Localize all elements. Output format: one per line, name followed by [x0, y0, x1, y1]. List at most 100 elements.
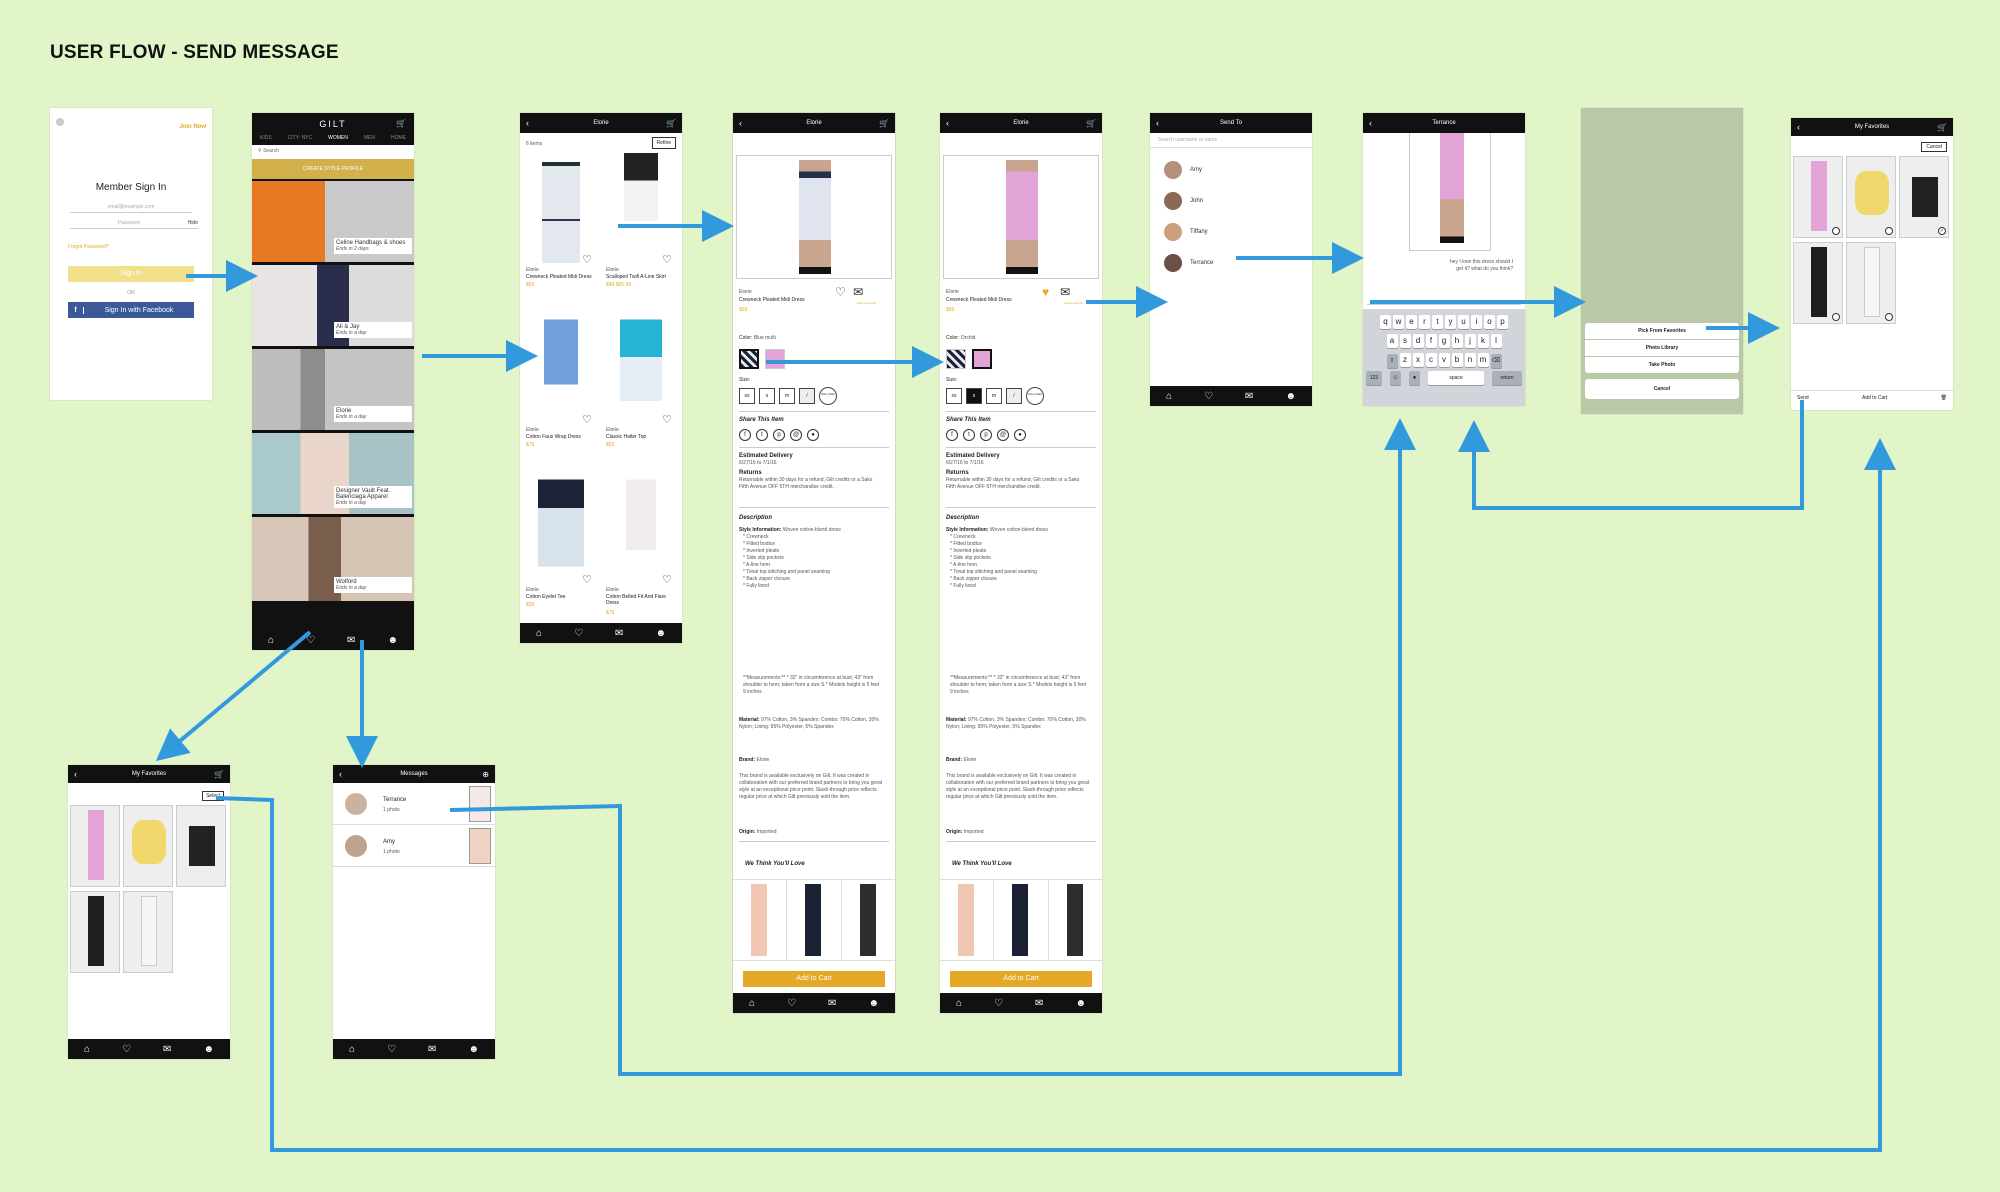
create-profile-button[interactable]: CREATE STYLE PROFILE [252, 159, 414, 179]
join-now-link[interactable]: Join Now [179, 124, 206, 130]
key-t[interactable]: t [1432, 315, 1443, 329]
cart-icon[interactable]: 🛒 [1937, 123, 1947, 132]
twitter-icon[interactable]: t [756, 429, 768, 441]
key-r[interactable]: r [1419, 315, 1430, 329]
back-icon[interactable]: ‹ [739, 118, 742, 128]
profile-icon[interactable]: ☻ [1075, 998, 1086, 1009]
key-d[interactable]: d [1413, 334, 1424, 348]
mail-icon[interactable]: ✉ [163, 1044, 171, 1055]
heart-icon[interactable]: ♡ [306, 635, 315, 646]
favorite-thumb[interactable] [123, 891, 173, 973]
key-v[interactable]: v [1439, 353, 1450, 367]
back-icon[interactable]: ‹ [1797, 122, 1800, 132]
key-o[interactable]: o [1484, 315, 1495, 329]
contact-item[interactable]: Terrance [1164, 247, 1298, 278]
emoji-icon[interactable]: ☺ [1390, 371, 1401, 385]
key-return[interactable]: return [1492, 371, 1522, 385]
pinterest-icon[interactable]: p [773, 429, 785, 441]
profile-icon[interactable]: ☻ [655, 628, 666, 639]
heart-icon[interactable]: ♡ [662, 413, 672, 426]
thread-item[interactable]: Amy 1 photo [333, 825, 495, 867]
key-m[interactable]: m [1478, 353, 1489, 367]
contact-item[interactable]: Tiffany [1164, 216, 1298, 247]
key-s[interactable]: s [1400, 334, 1411, 348]
key-y[interactable]: y [1445, 315, 1456, 329]
heart-icon[interactable]: ♡ [994, 998, 1003, 1009]
mail-icon[interactable]: ✉ [428, 1044, 436, 1055]
size-chart-button[interactable]: Size Chart [819, 387, 837, 405]
rec-item[interactable] [1049, 880, 1102, 960]
product-card[interactable]: ♡ Elorie Scalloped Twill A-Line Skirt $4… [604, 151, 678, 299]
product-card[interactable]: ♡ Elorie Cotton Belted Fit And Flare Dre… [604, 471, 678, 619]
product-card[interactable]: ♡ Elorie Cotton Faux Wrap Dress $79 [524, 311, 598, 459]
tab-city[interactable]: CITY: NYC [288, 135, 312, 145]
tab-women[interactable]: WOMEN [328, 135, 348, 145]
message-input[interactable] [1367, 297, 1521, 305]
email-icon[interactable]: @ [790, 429, 802, 441]
favorite-thumb[interactable] [1846, 156, 1896, 238]
favpick-cancel[interactable]: Cancel [1921, 142, 1947, 152]
heart-icon[interactable]: ♡ [582, 253, 592, 266]
key-g[interactable]: g [1439, 334, 1450, 348]
rec-item[interactable] [994, 880, 1048, 960]
share-message-icon[interactable]: ✉ [1060, 285, 1070, 299]
size-chart-button[interactable]: Size Chart [1026, 387, 1044, 405]
shift-icon[interactable]: ⇧ [1387, 354, 1398, 368]
key-i[interactable]: i [1471, 315, 1482, 329]
cart-icon[interactable]: 🛒 [879, 119, 889, 128]
rec-item[interactable] [940, 880, 994, 960]
heart-icon[interactable]: ♡ [574, 628, 583, 639]
key-u[interactable]: u [1458, 315, 1469, 329]
key-f[interactable]: f [1426, 334, 1437, 348]
heart-icon[interactable]: ♡ [835, 285, 846, 299]
message-icon[interactable]: ● [1014, 429, 1026, 441]
take-photo-button[interactable]: Take Photo [1585, 357, 1739, 373]
sale-card[interactable]: Celine Handbags & shoes Ends in 2 days [252, 181, 414, 265]
heart-filled-icon[interactable]: ♥ [1042, 285, 1049, 299]
cart-icon[interactable]: 🛒 [396, 113, 408, 135]
sale-card[interactable]: Wolford Ends in a day [252, 517, 414, 601]
forgot-password-link[interactable]: Forgot Password? [68, 244, 109, 250]
share-message-icon[interactable]: ✉ [853, 285, 863, 299]
contact-item[interactable]: Amy [1164, 154, 1298, 185]
rec-item[interactable] [842, 880, 895, 960]
select-circle-icon[interactable] [1885, 313, 1893, 321]
key-123[interactable]: 123 [1366, 371, 1382, 385]
back-icon[interactable]: ‹ [1369, 118, 1372, 128]
key-h[interactable]: h [1452, 334, 1463, 348]
twitter-icon[interactable]: t [963, 429, 975, 441]
thread-item[interactable]: Terrance 1 photo [333, 783, 495, 825]
mail-icon[interactable]: ✉ [1245, 391, 1253, 402]
mail-icon[interactable]: ✉ [828, 998, 836, 1009]
favorite-thumb[interactable]: ✓ [1899, 156, 1949, 238]
favorite-thumb[interactable] [1793, 242, 1843, 324]
size-s[interactable]: s [759, 388, 775, 404]
photo-library-button[interactable]: Photo Library [1585, 340, 1739, 356]
add-to-cart-button[interactable]: Add to Cart [950, 971, 1092, 987]
color-swatch-blue[interactable] [946, 349, 966, 369]
back-icon[interactable]: ‹ [946, 118, 949, 128]
color-swatch-orchid[interactable] [972, 349, 992, 369]
rec-item[interactable] [787, 880, 841, 960]
favorite-thumb[interactable] [70, 891, 120, 973]
color-swatch-blue[interactable] [739, 349, 759, 369]
cancel-button[interactable]: Cancel [1585, 379, 1739, 399]
facebook-icon[interactable]: f [946, 429, 958, 441]
heart-icon[interactable]: ♡ [1204, 391, 1213, 402]
product-card[interactable]: ♡ Elorie Classic Halter Top $59 [604, 311, 678, 459]
hide-toggle[interactable]: Hide [188, 220, 198, 226]
heart-icon[interactable]: ♡ [787, 998, 796, 1009]
sign-in-button[interactable]: Sign In [68, 266, 194, 282]
contact-item[interactable]: John [1164, 185, 1298, 216]
email-icon[interactable]: @ [997, 429, 1009, 441]
home-icon[interactable]: ⌂ [268, 635, 274, 646]
sale-card[interactable]: Designer Vault Feat. Balenciaga Apparel … [252, 433, 414, 517]
key-l[interactable]: l [1491, 334, 1502, 348]
send-button[interactable]: Send [1797, 395, 1809, 401]
profile-icon[interactable]: ☻ [387, 635, 398, 646]
home-icon[interactable]: ⌂ [956, 998, 962, 1009]
heart-icon[interactable]: ♡ [582, 413, 592, 426]
home-icon[interactable]: ⌂ [749, 998, 755, 1009]
profile-icon[interactable]: ☻ [868, 998, 879, 1009]
pinterest-icon[interactable]: p [980, 429, 992, 441]
